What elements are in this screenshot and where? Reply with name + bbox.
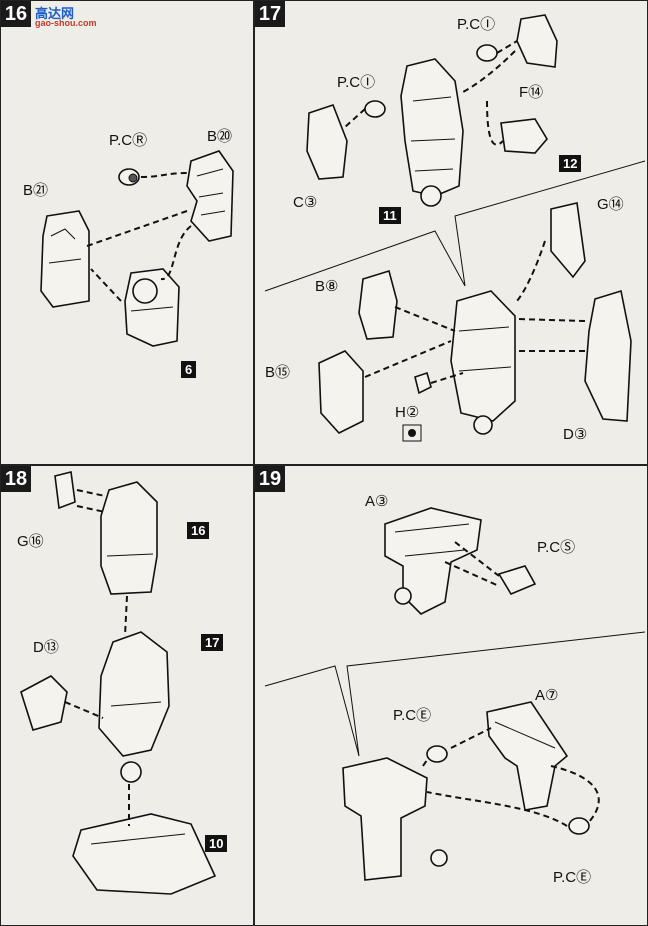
step-16-illustration — [40, 150, 234, 347]
label-h2: H② — [395, 404, 420, 421]
step-16-panel: 16 高达网 gao-shou.com P.CⓇ B⑳ B㉑ 6 — [0, 0, 254, 465]
part-box-12: 12 — [559, 155, 582, 172]
label-pc-e-bottom: P.CⒺ — [553, 869, 592, 886]
label-pc-e-left: P.CⒺ — [393, 707, 432, 724]
label-b15: B⑮ — [265, 364, 291, 381]
label-pc-s: P.CⓈ — [537, 539, 576, 556]
part-box-11: 11 — [379, 207, 401, 224]
step-18-panel: 18 G⑯ 16 17 D⑬ 10 — [0, 465, 254, 926]
label-g16: G⑯ — [17, 533, 44, 550]
label-pc-i-top: P.CⒾ — [457, 16, 496, 33]
step-17-illustration — [264, 14, 646, 442]
label-b8: B⑧ — [315, 278, 339, 295]
label-pc-i-left: P.CⒾ — [337, 74, 376, 91]
step-18-number: 18 — [1, 466, 31, 492]
step-17-number: 17 — [255, 1, 285, 27]
part-box-17: 17 — [201, 634, 224, 651]
step-16-number: 16 — [1, 1, 31, 27]
label-a3: A③ — [365, 493, 389, 510]
label-c3: C③ — [293, 194, 318, 211]
label-pc-r: P.CⓇ — [109, 132, 148, 149]
part-box-16: 16 — [187, 522, 210, 539]
step-19-panel: 19 A③ P.CⓈ A⑦ P.CⒺ P.CⒺ — [254, 465, 648, 926]
label-b28: B㉑ — [23, 182, 49, 199]
label-g14: G⑭ — [597, 196, 624, 213]
step-19-illustration — [264, 507, 646, 881]
label-f14: F⑭ — [519, 84, 544, 101]
watermark-brand: 高达网 — [35, 6, 75, 21]
part-box-6: 6 — [181, 361, 197, 378]
step-19-number: 19 — [255, 466, 285, 492]
part-box-10: 10 — [205, 835, 228, 852]
label-b20: B⑳ — [207, 128, 233, 145]
step-17-panel: 17 — [254, 0, 648, 465]
label-a7: A⑦ — [535, 687, 559, 704]
label-d13: D⑬ — [33, 639, 59, 656]
watermark-url: gao-shou.com — [35, 18, 97, 28]
label-d3: D③ — [563, 426, 588, 443]
step-18-illustration — [20, 471, 217, 895]
